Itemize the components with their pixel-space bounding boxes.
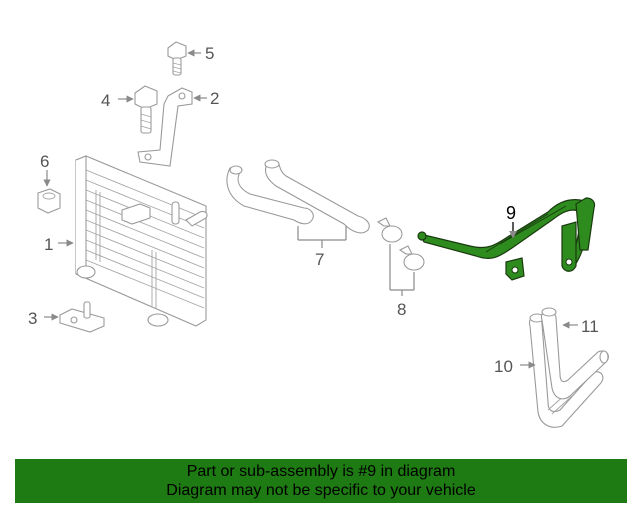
oil-pipe-part-9[interactable] [417, 197, 596, 281]
bolt-part-4[interactable] [134, 85, 158, 134]
bolt-part-5[interactable] [167, 41, 187, 76]
info-banner: Part or sub-assembly is #9 in diagram Di… [15, 459, 627, 503]
banner-line-2: Diagram may not be specific to your vehi… [166, 482, 476, 499]
callout-10[interactable]: 10 [494, 357, 513, 376]
nut-part-6[interactable] [37, 188, 61, 214]
bracket-part-2[interactable] [137, 87, 193, 167]
leader-7 [297, 226, 347, 248]
oil-cooler-part-1[interactable] [75, 155, 208, 327]
callout-1[interactable]: 1 [44, 235, 53, 254]
callout-6[interactable]: 6 [40, 152, 49, 171]
callout-9[interactable]: 9 [506, 203, 516, 223]
leader-8 [389, 244, 415, 296]
parts-diagram: 5 4 2 6 1 3 [28, 41, 609, 428]
callout-4[interactable]: 4 [101, 91, 110, 110]
callout-2[interactable]: 2 [210, 89, 219, 108]
callout-8[interactable]: 8 [397, 300, 406, 319]
bracket-part-3[interactable] [59, 301, 105, 333]
callout-5[interactable]: 5 [205, 44, 214, 63]
callout-7[interactable]: 7 [315, 250, 324, 269]
tube-part-10[interactable] [528, 313, 604, 428]
callout-3[interactable]: 3 [28, 309, 37, 328]
tube-part-11[interactable] [540, 307, 609, 400]
clamp-part-8[interactable] [376, 217, 425, 271]
hose-part-7[interactable] [226, 159, 370, 234]
banner-line-1: Part or sub-assembly is #9 in diagram [186, 463, 456, 480]
callout-11[interactable]: 11 [581, 317, 599, 336]
